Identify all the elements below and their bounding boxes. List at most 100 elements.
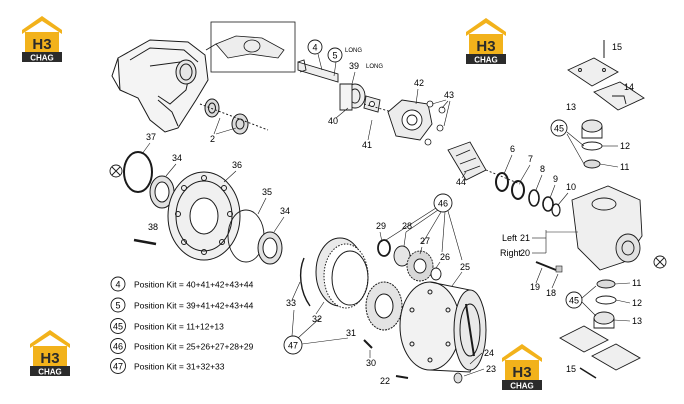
kit-number: 45 <box>113 322 123 332</box>
brand-logo: H3 CHAG <box>30 330 70 377</box>
callout-13-top: 13 <box>566 102 576 112</box>
logo-bottom-text: CHAG <box>510 382 534 391</box>
callout-20: 20 <box>520 248 530 258</box>
callout-circle-46 <box>433 193 453 213</box>
callout-5-long: LONG <box>345 48 362 54</box>
kit-number: 47 <box>113 362 123 372</box>
bearing-2 <box>199 98 269 135</box>
callout-10: 10 <box>566 182 576 192</box>
kit-row: 4 Position Kit = 40+41+42+43+44 <box>110 276 254 292</box>
logo-top-text: H3 <box>40 350 59 367</box>
callout-30: 30 <box>366 358 376 368</box>
callout-39-long: LONG <box>366 64 383 70</box>
callout-47: 47 <box>288 341 298 351</box>
kit-row: 45 Position Kit = 11+12+13 <box>110 318 224 334</box>
callout-41: 41 <box>362 140 372 150</box>
cover-plate-14 <box>567 57 645 111</box>
callout-28: 28 <box>402 221 412 231</box>
steering-knuckle <box>571 185 643 271</box>
callout-4: 4 <box>312 43 317 53</box>
callout-40: 40 <box>328 116 338 126</box>
callout-11-bottom: 11 <box>632 278 641 288</box>
callout-circle-4 <box>307 39 323 55</box>
splined-shaft-44 <box>447 141 521 185</box>
bearing-13-top <box>581 119 603 169</box>
callout-21: 21 <box>520 233 530 243</box>
axle-assembly-inset <box>205 21 296 73</box>
kit-row: 47 Position Kit = 31+32+33 <box>110 358 225 374</box>
callout-32: 32 <box>312 314 322 324</box>
callout-circle-45-bottom <box>565 291 583 309</box>
callout-circle-45-top <box>550 119 568 137</box>
brand-logo: H3 CHAG <box>502 344 542 391</box>
half-shaft <box>297 59 339 83</box>
callout-circle-5 <box>327 47 343 63</box>
callout-27: 27 <box>420 236 430 246</box>
callout-23: 23 <box>486 364 496 374</box>
callout-18: 18 <box>546 288 556 298</box>
kit-description: Position Kit = 25+26+27+28+29 <box>134 342 254 352</box>
callout-2: 2 <box>210 134 215 144</box>
logo-bottom-text: CHAG <box>474 56 498 65</box>
bearing-13-bottom <box>559 279 641 371</box>
callout-14: 14 <box>624 82 634 92</box>
seal-rings <box>495 172 561 217</box>
logo-bottom-text: CHAG <box>30 54 54 63</box>
callout-31: 31 <box>346 328 356 338</box>
brand-logo: H3 CHAG <box>466 18 506 65</box>
wheel-hub-36 <box>167 171 241 261</box>
callout-13-bottom: 13 <box>632 316 642 326</box>
callout-43: 43 <box>444 90 454 100</box>
callout-38: 38 <box>148 222 158 232</box>
brand-logo: H3 CHAG <box>22 16 62 63</box>
axle-housing <box>111 39 209 133</box>
hub-seal-37 <box>123 151 153 193</box>
callout-44: 44 <box>456 177 466 187</box>
callout-15-bottom: 15 <box>566 364 576 374</box>
callout-39: 39 <box>349 61 359 71</box>
callout-19: 19 <box>530 282 540 292</box>
kit-number: 46 <box>113 342 123 352</box>
callout-42: 42 <box>414 78 424 88</box>
callout-29: 29 <box>376 221 386 231</box>
callout-24: 24 <box>484 348 494 358</box>
callout-46: 46 <box>438 199 448 209</box>
callout-5: 5 <box>332 51 337 61</box>
washer-23 <box>453 372 463 384</box>
kit-row: 5 Position Kit = 39+41+42+43+44 <box>110 297 254 313</box>
ring-gear-32 <box>315 237 369 309</box>
callout-7: 7 <box>528 154 533 164</box>
kit-row: 46 Position Kit = 25+26+27+28+29 <box>110 338 254 354</box>
logo-top-text: H3 <box>32 36 51 53</box>
bearing-34-left <box>149 175 175 209</box>
callout-12-top: 12 <box>620 141 630 151</box>
callout-34-right: 34 <box>280 206 290 216</box>
callout-circle-47 <box>283 335 303 355</box>
differential-42 <box>387 99 433 141</box>
callout-22: 22 <box>380 376 390 386</box>
planet-gear-set <box>377 239 442 282</box>
planet-carrier-housing <box>399 281 487 373</box>
kit-description: Position Kit = 31+32+33 <box>134 362 225 372</box>
spider-gears-43 <box>424 100 446 146</box>
callout-26: 26 <box>440 252 450 262</box>
label-left: Left <box>502 233 518 243</box>
planet-carrier-disc <box>365 281 403 331</box>
logo-bottom-text: CHAG <box>38 368 62 377</box>
callout-34-left: 34 <box>172 153 182 163</box>
bearing-34-right <box>257 231 283 265</box>
callout-36: 36 <box>232 160 242 170</box>
callout-37: 37 <box>146 132 156 142</box>
kit-number: 4 <box>115 280 120 290</box>
screw-30 <box>363 339 373 349</box>
callout-45-bottom: 45 <box>569 296 579 306</box>
kit-number: 5 <box>115 301 120 311</box>
callout-25: 25 <box>460 262 470 272</box>
kit-description: Position Kit = 39+41+42+43+44 <box>134 301 254 311</box>
label-right: Right <box>500 248 522 258</box>
callout-35: 35 <box>262 187 272 197</box>
universal-joint <box>339 83 393 113</box>
bolt-38 <box>133 238 157 246</box>
callout-8: 8 <box>540 164 545 174</box>
